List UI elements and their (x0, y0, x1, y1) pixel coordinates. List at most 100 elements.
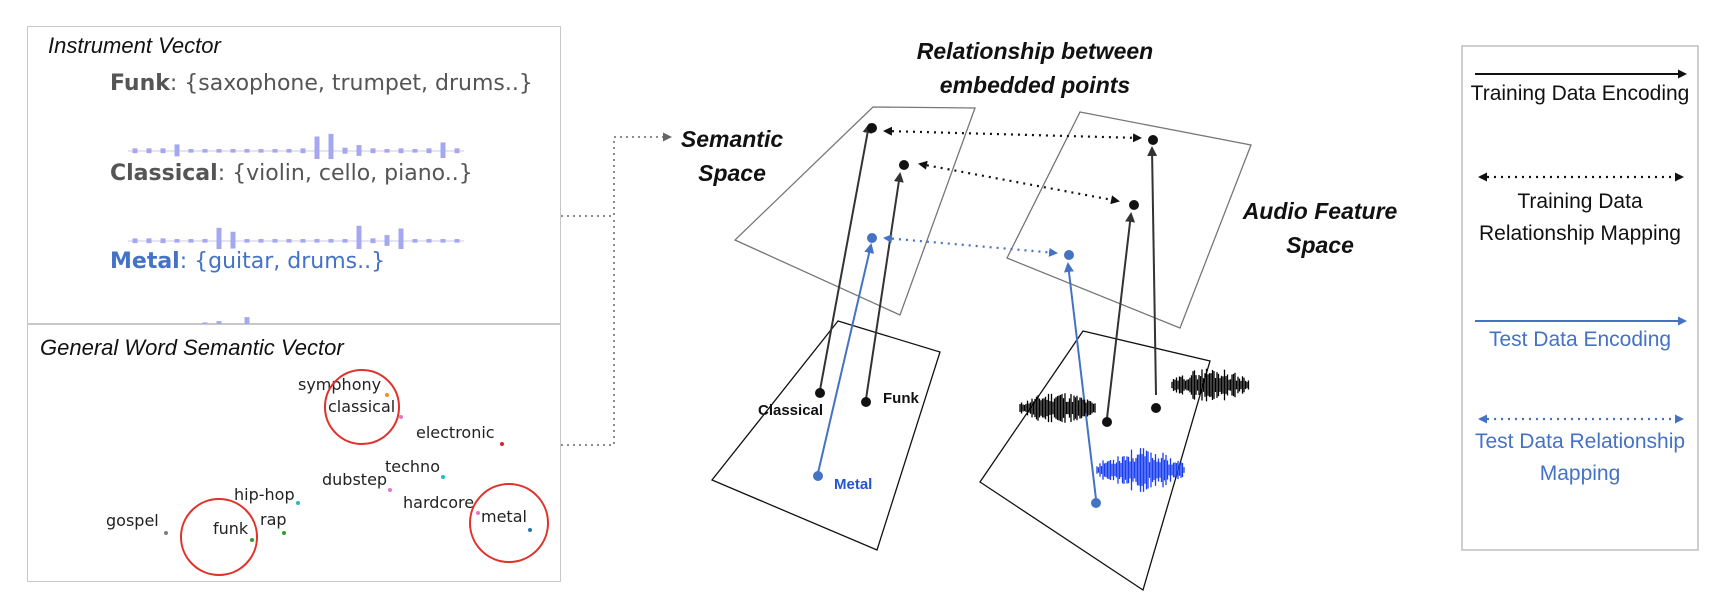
instrument-bar (300, 148, 306, 154)
funk-cluster-circle (180, 498, 258, 576)
instrument-bar (160, 148, 166, 154)
metal-instruments-text: : {guitar, drums..} (179, 249, 386, 274)
instrument-bar (188, 149, 194, 153)
instrument-bar (272, 239, 278, 243)
word-electronic: electronic (416, 423, 495, 442)
funk-encoding-arrow (865, 172, 904, 400)
instrument-bar (174, 144, 180, 157)
word-gospel: gospel (106, 511, 159, 530)
audio-input-point-test (1091, 498, 1101, 508)
instrument-bar (230, 231, 236, 249)
classical-encoding-arrow (819, 123, 873, 391)
instrument-bar (440, 142, 446, 159)
audio-point-1 (1148, 135, 1158, 145)
instrument-bar (314, 136, 320, 163)
instrument-bar (426, 148, 432, 154)
word-semantic-title: General Word Semantic Vector (40, 335, 344, 360)
waveform-blue (1096, 448, 1185, 492)
instrument-bar (146, 148, 152, 154)
funk-input-point (861, 397, 871, 407)
instrument-bar (384, 149, 390, 153)
classical-instrument-line: Classical: {violin, cello, piano..} (110, 161, 473, 186)
instrument-bar (202, 239, 208, 243)
instrument-bar (132, 148, 138, 154)
instrument-bar (272, 149, 278, 153)
word-dubstep: dubstep (322, 470, 388, 489)
instrument-bar (412, 239, 418, 243)
training-relationship-1 (883, 126, 1142, 143)
instrument-bar (426, 239, 432, 243)
audio-input-plane (979, 330, 1211, 592)
instrument-bar (174, 239, 180, 243)
instrument-bar (356, 225, 362, 254)
classical-bar-vector (128, 199, 464, 254)
instrument-bar (160, 238, 166, 244)
instrument-bar (314, 239, 320, 243)
instrument-bar (398, 228, 404, 252)
instrument-bar (328, 133, 334, 166)
instrument-bar (244, 149, 250, 153)
audio-encoding-arrow-2 (1147, 146, 1158, 396)
instrument-bar (356, 145, 362, 156)
instrument-bar (440, 239, 446, 243)
semantic-point-2 (899, 160, 909, 170)
legend-label-training-encoding: Training Data Encoding (1470, 82, 1690, 105)
metal-instrument-line: Metal: {guitar, drums..} (110, 249, 385, 274)
instrument-bar (370, 238, 376, 244)
word-rap: rap (260, 510, 287, 529)
word-techno-dot (441, 475, 445, 479)
audio-test-encoding-arrow (1063, 262, 1097, 500)
word-semantic-panel: General Word Semantic Vector symphony cl… (27, 324, 561, 582)
instrument-bar (258, 239, 264, 243)
instrument-bar (384, 235, 390, 246)
funk-instrument-line: Funk: {saxophone, trumpet, drums..} (110, 71, 533, 96)
test-relationship (883, 234, 1058, 257)
metal-encoding-arrow (817, 243, 875, 474)
word-electronic-dot (500, 442, 504, 446)
instrument-bar (286, 239, 292, 243)
instrument-bar (244, 239, 250, 243)
semantic-point-1 (867, 123, 877, 133)
waveform-black-right (1171, 368, 1250, 402)
connector-semantic (561, 216, 615, 446)
funk-genre-label: Funk (110, 71, 170, 96)
instrument-bar (370, 148, 376, 154)
word-gospel-dot (164, 531, 168, 535)
legend-panel (1461, 45, 1699, 551)
semantic-input-plane (710, 320, 941, 551)
instrument-bar (328, 239, 334, 243)
semantic-point-test (867, 233, 877, 243)
instrument-bar (412, 149, 418, 153)
instrument-bar (188, 239, 194, 243)
audio-input-point-1 (1102, 417, 1112, 427)
audio-encoding-arrow-1 (1106, 212, 1136, 419)
instrument-bar (454, 148, 460, 154)
relationship-title: Relationship between embedded points (916, 38, 1154, 98)
waveform-black-left (1019, 393, 1096, 423)
word-hardcore: hardcore (403, 493, 475, 512)
legend-label-training-relationship: Training Data Relationship Mapping (1479, 190, 1681, 245)
classical-instruments-text: : {violin, cello, piano..} (217, 161, 473, 186)
instrument-bar (342, 147, 348, 154)
word-dubstep-dot (388, 488, 392, 492)
word-techno: techno (385, 457, 440, 476)
instrument-bar (230, 149, 236, 153)
instrument-vector-panel: Instrument Vector Funk: {saxophone, trum… (27, 26, 561, 343)
instrument-bar (146, 238, 152, 244)
classical-genre-label: Classical (110, 161, 218, 186)
metal-cluster-circle (469, 483, 549, 563)
word-hip-hop: hip-hop (234, 485, 295, 504)
instrument-bar (286, 149, 292, 153)
instrument-vector-title: Instrument Vector (48, 33, 221, 58)
instrument-bar (454, 239, 460, 243)
training-relationship-2 (918, 160, 1120, 205)
funk-point-label: Funk (883, 390, 919, 407)
metal-input-point (813, 471, 823, 481)
funk-bar-vector (128, 109, 464, 166)
classical-point-label: Classical (758, 402, 824, 419)
word-classical-dot (399, 415, 403, 419)
connector-instrument (561, 132, 672, 217)
instrument-bar (202, 149, 208, 153)
classical-cluster-circle (324, 369, 400, 445)
